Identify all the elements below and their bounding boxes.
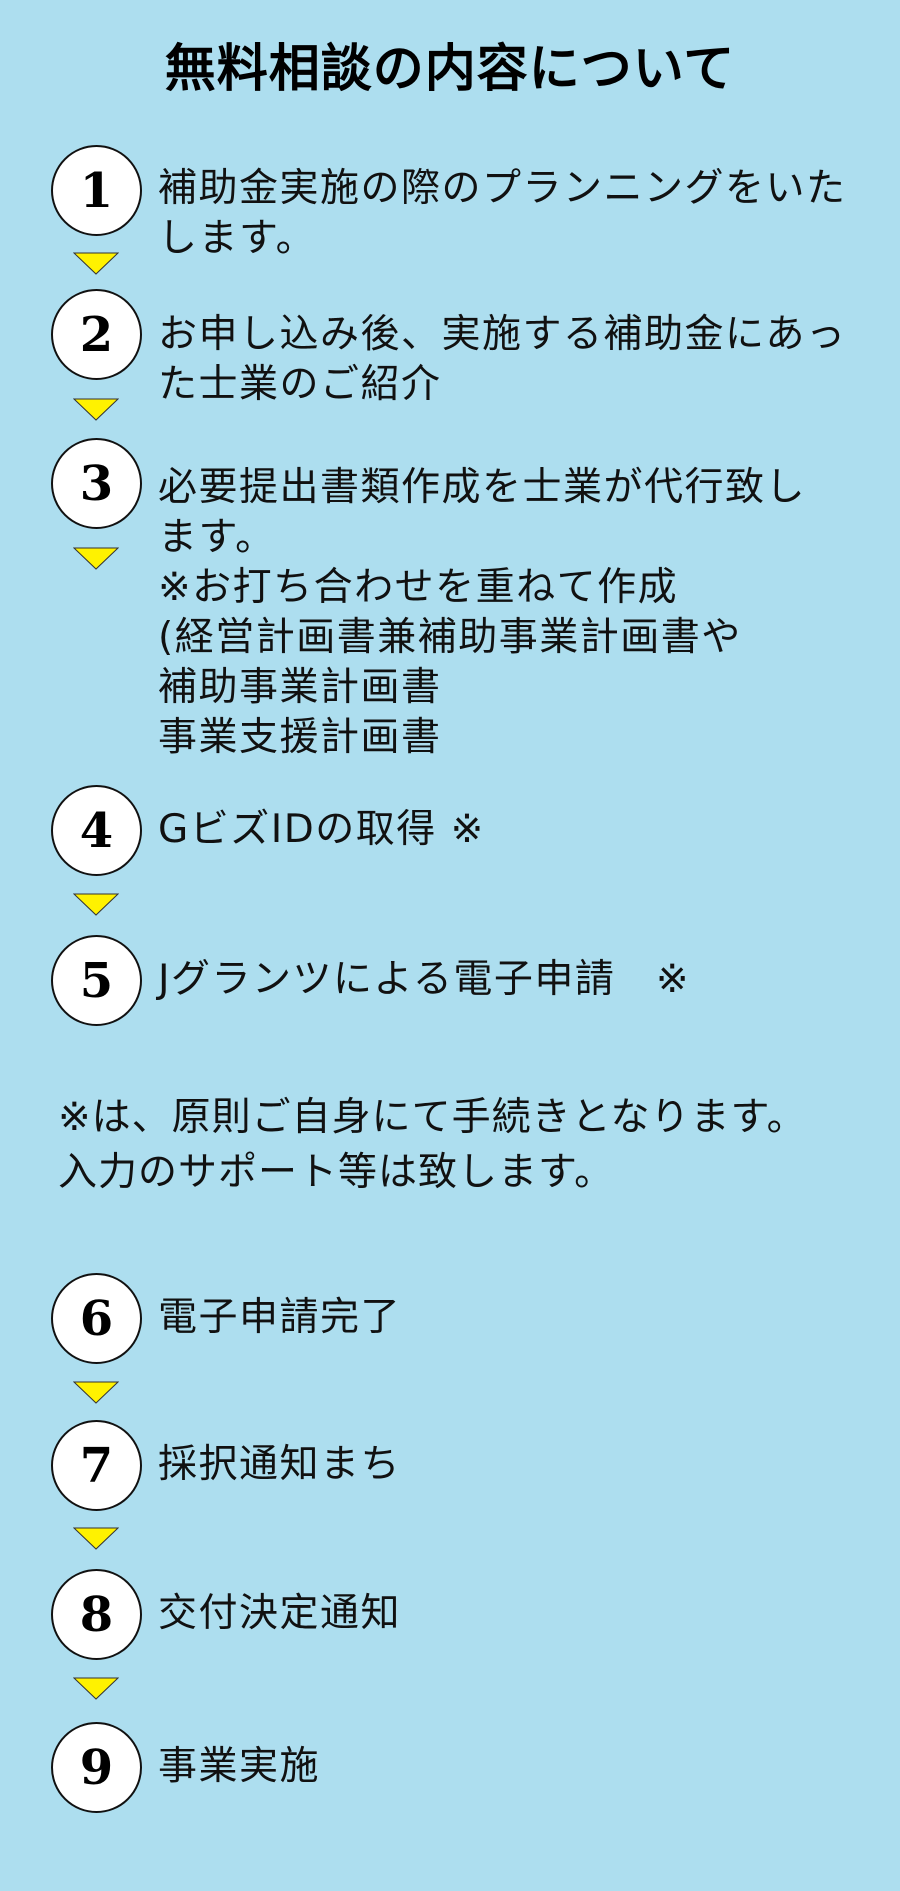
down-triangle-icon — [73, 252, 119, 275]
step-number-circle: 5 — [51, 935, 142, 1026]
step-text-line: します。 — [158, 216, 317, 261]
step-text: 電子申請完了 — [158, 1293, 858, 1343]
down-triangle-icon — [73, 398, 119, 421]
step-number-circle: 6 — [51, 1273, 142, 1364]
step-number: 9 — [79, 1739, 114, 1796]
step-text-line: ます。 — [158, 515, 276, 560]
step-number: 3 — [79, 455, 114, 512]
step-number-circle: 4 — [51, 785, 142, 876]
step-number-circle: 3 — [51, 438, 142, 529]
down-triangle-icon — [73, 1527, 119, 1550]
step-number: 5 — [79, 952, 114, 1009]
step-text: 事業実施 — [158, 1742, 858, 1792]
note-line: 入力のサポート等は致します。 — [58, 1150, 615, 1195]
step-text-line: 必要提出書類作成を士業が代行致し — [158, 465, 807, 510]
step-text: Jグランツによる電子申請 ※ — [158, 955, 858, 1005]
step-text-line: お申し込み後、実施する補助金にあっ — [158, 312, 847, 357]
step-text-line: Jグランツによる電子申請 ※ — [158, 957, 691, 1002]
self-procedure-note: ※は、原則ご自身にて手続きとなります。 入力のサポート等は致します。 — [58, 1090, 878, 1200]
step-text: 必要提出書類作成を士業が代行致し ます。 ※お打ち合わせを重ねて作成 (経営計画… — [158, 463, 858, 763]
step-text-line: た士業のご紹介 — [158, 362, 442, 407]
step-number: 8 — [79, 1586, 114, 1643]
down-triangle-icon — [73, 1677, 119, 1700]
step-number-circle: 2 — [51, 289, 142, 380]
step-number-circle: 1 — [51, 145, 142, 236]
step-text-line: ※お打ち合わせを重ねて作成 — [158, 565, 679, 610]
step-text-line: 補助事業計画書 — [158, 665, 442, 710]
step-text-line: 事業支援計画書 — [158, 715, 442, 760]
step-number-circle: 7 — [51, 1420, 142, 1511]
step-number-circle: 9 — [51, 1722, 142, 1813]
down-triangle-icon — [73, 547, 119, 570]
page-title: 無料相談の内容について — [164, 40, 736, 99]
step-number: 2 — [79, 306, 114, 363]
step-text-line: 補助金実施の際のプランニングをいた — [158, 166, 847, 211]
step-text-line: 採択通知まち — [158, 1442, 402, 1487]
step-number-circle: 8 — [51, 1569, 142, 1660]
step-text-line: GビズIDの取得 ※ — [158, 807, 485, 852]
step-number: 6 — [79, 1290, 114, 1347]
down-triangle-icon — [73, 1381, 119, 1404]
step-number: 1 — [79, 162, 114, 219]
step-number: 7 — [79, 1437, 114, 1494]
step-text: 交付決定通知 — [158, 1589, 858, 1639]
step-text-line: 事業実施 — [158, 1744, 321, 1789]
step-text: 採択通知まち — [158, 1440, 858, 1490]
step-number: 4 — [79, 802, 114, 859]
step-text-line: 交付決定通知 — [158, 1591, 402, 1636]
step-text: お申し込み後、実施する補助金にあっ た士業のご紹介 — [158, 310, 858, 410]
step-text: 補助金実施の際のプランニングをいた します。 — [158, 164, 858, 264]
down-triangle-icon — [73, 893, 119, 916]
step-text: GビズIDの取得 ※ — [158, 805, 858, 855]
step-text-line: 電子申請完了 — [158, 1295, 402, 1340]
note-line: ※は、原則ご自身にて手続きとなります。 — [58, 1095, 807, 1140]
step-text-line: (経営計画書兼補助事業計画書や — [158, 615, 742, 660]
